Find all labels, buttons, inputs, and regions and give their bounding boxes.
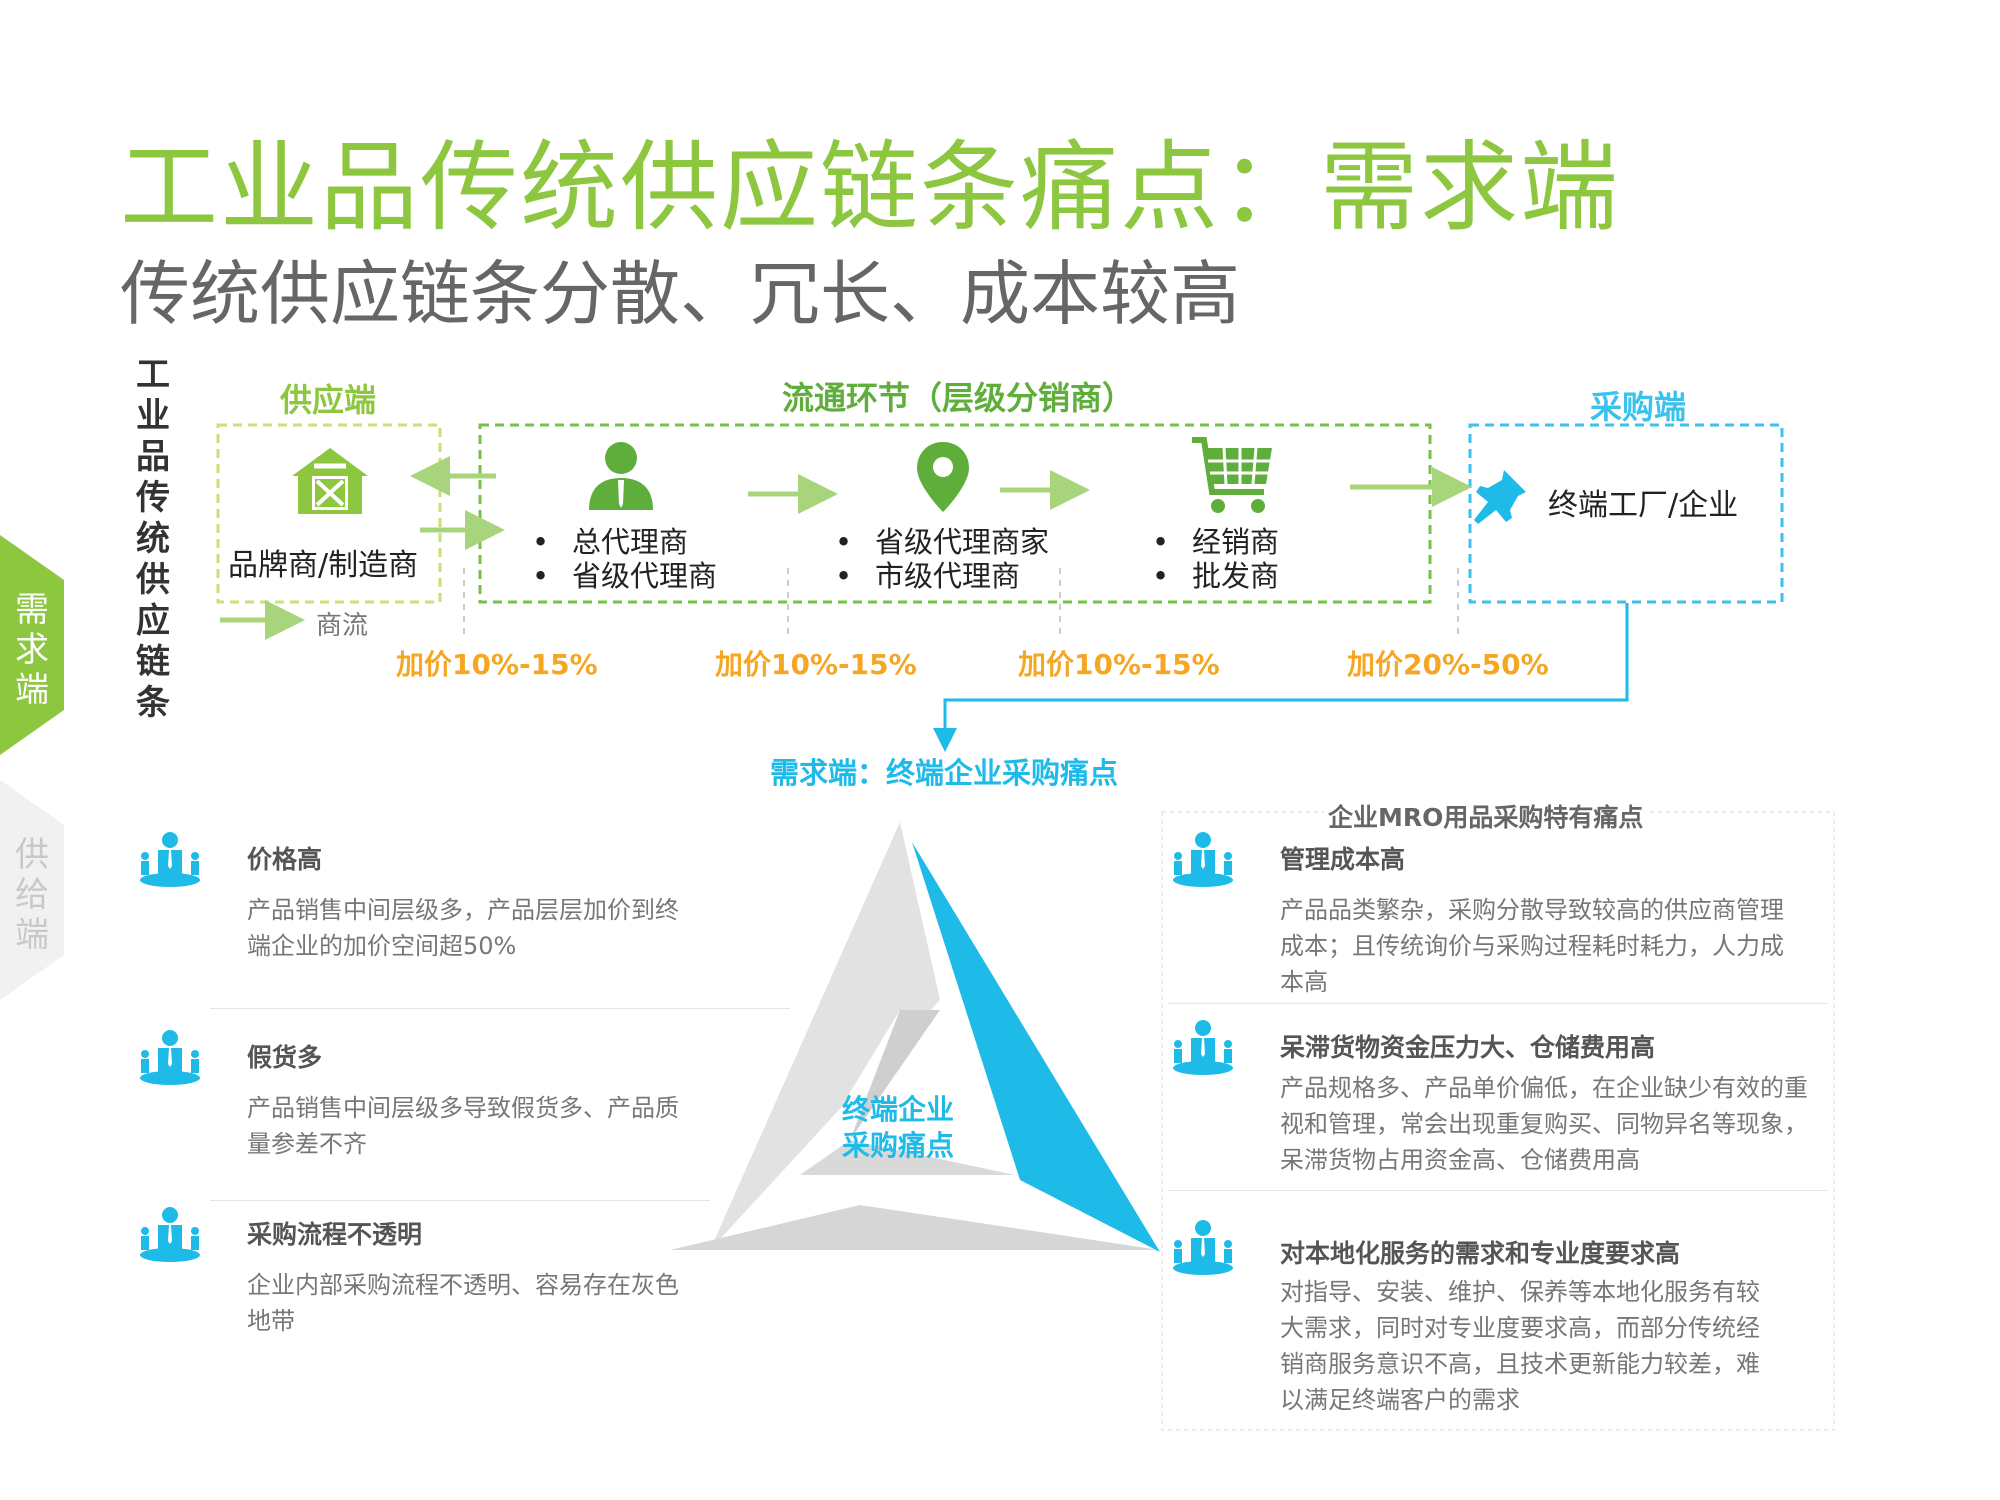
list-item: 经销商 — [1152, 525, 1279, 559]
tab-supply-shape — [0, 780, 64, 1000]
markup-1: 加价10%-15% — [396, 648, 598, 681]
divider — [210, 1200, 710, 1201]
tab-demand[interactable]: 需求端 — [0, 535, 64, 755]
page-subtitle: 传统供应链条分散、冗长、成本较高 — [120, 253, 1240, 335]
team-icon — [140, 1030, 200, 1085]
circulation-heading: 流通环节（层级分销商） — [782, 379, 1135, 417]
pain-desc: 企业内部采购流程不透明、容易存在灰色地带 — [247, 1271, 679, 1335]
pain-desc: 对指导、安装、维护、保养等本地化服务有较大需求，同时对专业度要求高，而部分传统经… — [1280, 1278, 1760, 1414]
pain-desc: 产品品类繁杂，采购分散导致较高的供应商管理成本；且传统询价与采购过程耗时耗力，人… — [1280, 896, 1784, 996]
tab-demand-label: 需求端 — [15, 590, 49, 710]
markup-2: 加价10%-15% — [715, 648, 917, 681]
person-icon — [589, 442, 653, 510]
markup-4: 加价20%-50% — [1347, 648, 1549, 681]
tab-supply-label: 供给端 — [15, 835, 49, 955]
list-item: 市级代理商 — [835, 559, 1049, 593]
page-title: 工业品传统供应链条痛点：需求端 — [120, 131, 1621, 245]
chain-vertical-label: 工业品传统供应链条 — [136, 355, 170, 723]
pain-title: 管理成本高 — [1280, 845, 1406, 874]
map-pin-icon — [917, 442, 969, 512]
pain-desc: 产品销售中间层级多，产品层层加价到终端企业的加价空间超50% — [247, 896, 679, 960]
demand-title: 需求端：终端企业采购痛点 — [770, 756, 1119, 790]
center-label-line-2: 采购痛点 — [842, 1129, 955, 1162]
pain-desc: 产品规格多、产品单价偏低，在企业缺少有效的重视和管理，常会出现重复购买、同物异名… — [1280, 1074, 1808, 1174]
purchase-label: 终端工厂/企业 — [1548, 488, 1739, 523]
center-label: 终端企业 采购痛点 — [842, 1092, 954, 1164]
pain-title: 假货多 — [247, 1043, 323, 1072]
pain-title: 价格高 — [247, 845, 323, 874]
demand-connector — [933, 603, 1629, 752]
center-label-line-1: 终端企业 — [842, 1093, 955, 1126]
tab-supply[interactable]: 供给端 — [0, 780, 64, 1000]
divider — [1168, 1003, 1828, 1004]
list-item: 批发商 — [1152, 559, 1279, 593]
divider — [210, 1008, 790, 1009]
team-icon — [140, 832, 200, 887]
supply-box — [216, 423, 442, 604]
markup-3: 加价10%-15% — [1018, 648, 1220, 681]
list-item: 总代理商 — [532, 525, 717, 559]
list-item: 省级代理商 — [532, 559, 717, 593]
supply-label: 品牌商/制造商 — [228, 548, 419, 583]
barn-icon — [292, 448, 368, 514]
purchase-heading: 采购端 — [1590, 388, 1687, 426]
pain-triangle — [670, 822, 1160, 1252]
pushpin-icon — [1474, 470, 1526, 524]
divider — [1168, 1190, 1828, 1191]
team-icon — [1173, 1220, 1233, 1275]
team-icon — [1173, 1020, 1233, 1075]
pain-title: 采购流程不透明 — [247, 1220, 423, 1249]
team-icon — [140, 1207, 200, 1262]
pain-desc: 产品销售中间层级多导致假货多、产品质量参差不齐 — [247, 1094, 679, 1158]
shopping-cart-icon — [1192, 437, 1272, 513]
legend-label: 商流 — [316, 611, 369, 641]
agent-list: 总代理商 省级代理商 — [532, 525, 717, 593]
mro-heading: 企业MRO用品采购特有痛点 — [1324, 798, 1648, 834]
supply-heading: 供应端 — [280, 381, 377, 419]
team-icon — [1173, 832, 1233, 887]
list-item: 省级代理商家 — [835, 525, 1049, 559]
dealer-list: 经销商 批发商 — [1152, 525, 1279, 593]
province-list: 省级代理商家 市级代理商 — [835, 525, 1049, 593]
pain-title: 呆滞货物资金压力大、仓储费用高 — [1280, 1033, 1656, 1062]
purchase-box — [1468, 423, 1784, 604]
pain-title: 对本地化服务的需求和专业度要求高 — [1280, 1239, 1681, 1268]
tab-demand-shape — [0, 535, 64, 755]
